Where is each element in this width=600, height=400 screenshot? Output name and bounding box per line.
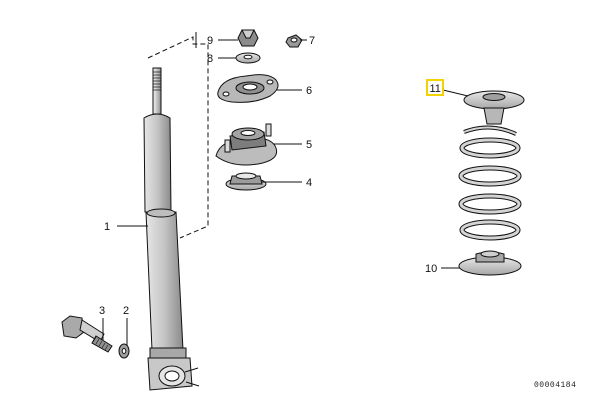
callout-1: 1 bbox=[104, 221, 110, 233]
bump-stop bbox=[225, 172, 267, 191]
coil-spring bbox=[458, 125, 522, 241]
callout-6: 6 bbox=[306, 85, 312, 97]
strut-mount bbox=[215, 123, 278, 166]
callout-11: 11 bbox=[430, 83, 441, 95]
upper-spring-seat bbox=[463, 90, 525, 125]
callout-8: 8 bbox=[207, 53, 213, 65]
assembly-bracket bbox=[147, 36, 209, 239]
bolt bbox=[61, 315, 113, 353]
mounting-plate bbox=[217, 74, 279, 103]
callout-7: 7 bbox=[309, 35, 315, 47]
callout-11-highlight: 11 bbox=[426, 79, 444, 96]
callout-5: 5 bbox=[306, 139, 312, 151]
callout-3: 3 bbox=[99, 305, 105, 317]
callout-9: 9 bbox=[207, 35, 213, 47]
washer bbox=[235, 52, 261, 64]
lower-spring-seat bbox=[458, 250, 522, 276]
reference-code: 00004184 bbox=[534, 381, 576, 390]
callout-4: 4 bbox=[306, 177, 312, 189]
shock-absorber bbox=[143, 67, 200, 391]
callout-10: 10 bbox=[425, 263, 437, 275]
small-nut bbox=[285, 34, 303, 48]
leader-lines bbox=[102, 39, 469, 346]
washer-small bbox=[118, 343, 130, 359]
callout-2: 2 bbox=[123, 305, 129, 317]
nut bbox=[237, 29, 259, 47]
